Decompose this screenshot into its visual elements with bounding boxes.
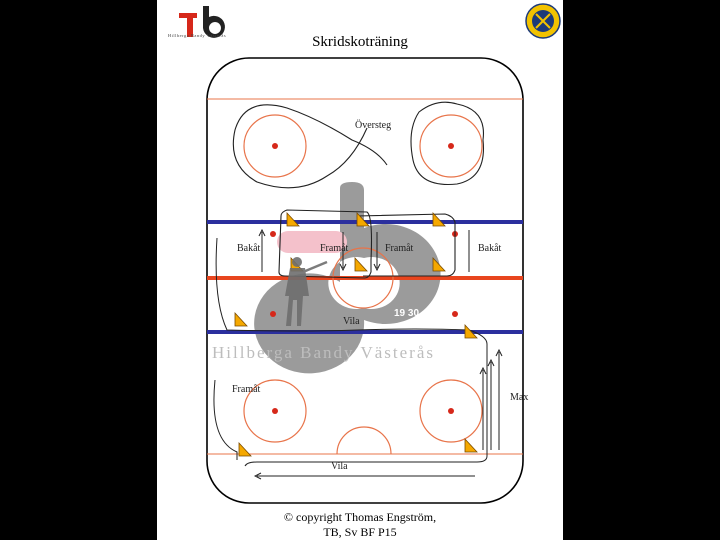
center-circle	[332, 247, 394, 309]
label-bakat-left: Bakåt	[237, 243, 261, 254]
faceoff-circle-bottom-left	[243, 379, 307, 443]
watermark-text: Hillberga Bandy Västerås	[212, 343, 435, 362]
label-max: Max	[510, 392, 529, 403]
label-framat-low: Framåt	[232, 384, 261, 395]
copyright-line-2: TB, Sv BF P15	[323, 525, 397, 539]
cone	[354, 256, 368, 272]
path-oversteg-left	[232, 104, 388, 189]
path-framat-low	[213, 379, 238, 460]
path-drill-right	[356, 213, 456, 277]
faceoff-circle-top-right	[419, 114, 483, 178]
faceoff-circle-top-left	[243, 114, 307, 178]
rink-diagram	[206, 57, 524, 504]
label-vila-mid: Vila	[343, 316, 360, 327]
label-framat-mid-right: Framåt	[385, 243, 414, 254]
club-badge-icon	[525, 3, 561, 39]
cone	[464, 437, 478, 453]
watermark-number: 19 30	[394, 308, 420, 319]
path-vila-mid	[215, 237, 488, 345]
goal-crease	[336, 426, 392, 455]
path-vila-bottom	[244, 344, 488, 467]
tb-logo	[179, 6, 225, 38]
path-drill-left	[278, 209, 373, 279]
copyright: © copyright Thomas Engström, TB, Sv BF P…	[157, 510, 563, 540]
cones	[234, 211, 478, 457]
player-silhouette-icon	[285, 257, 328, 326]
copyright-line-1: © copyright Thomas Engström,	[283, 510, 437, 524]
cone	[238, 441, 252, 457]
logo-caption: Hillberga Bandy Västerås	[167, 33, 227, 38]
cone	[356, 211, 370, 227]
cone	[234, 311, 248, 327]
cone	[464, 323, 478, 339]
slide: Hillberga Bandy Västerås Skridskoträning	[157, 0, 563, 540]
label-bakat-right: Bakåt	[478, 243, 502, 254]
faceoff-circle-bottom-right	[419, 379, 483, 443]
label-vila-bottom: Vila	[331, 461, 348, 472]
label-framat-mid-left: Framåt	[320, 243, 349, 254]
label-oversteg: Översteg	[355, 120, 392, 131]
page-title: Skridskoträning	[312, 34, 408, 50]
rink-boards	[206, 57, 524, 504]
path-oversteg-right	[410, 101, 485, 186]
cone	[432, 211, 446, 227]
cone	[286, 211, 300, 227]
cone	[432, 256, 446, 272]
